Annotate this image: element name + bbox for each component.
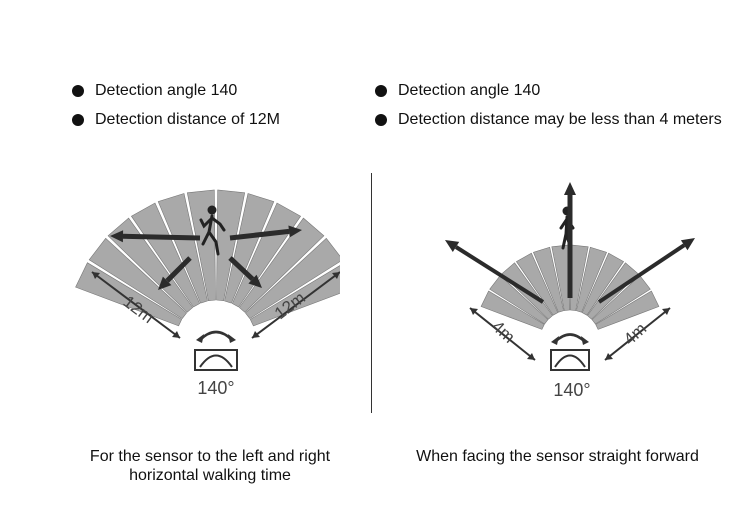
detection-zone-segment — [515, 252, 559, 316]
pir-sensor-icon — [550, 349, 590, 371]
motion-arrowhead — [288, 225, 302, 238]
detection-zone-segment — [107, 217, 194, 313]
bullet-dot-icon — [72, 114, 84, 126]
motion-arrowhead — [248, 274, 262, 288]
angle-arc-arrowhead — [228, 334, 236, 343]
motion-arrows — [110, 225, 302, 290]
detection-zone-segment — [532, 246, 564, 313]
detection-zone-segment — [591, 275, 651, 325]
bullet-text: Detection angle 140 — [95, 82, 238, 99]
motion-arrowhead — [445, 240, 460, 252]
caption-line: When facing the sensor straight forward — [416, 448, 699, 465]
detection-zone-segment — [216, 189, 246, 302]
bullet-item: Detection angle 140 — [72, 82, 237, 100]
motion-arrow-shaft — [122, 233, 201, 241]
detection-zone-segment — [576, 246, 608, 313]
motion-arrow-shaft — [454, 245, 545, 304]
motion-arrow-shaft — [228, 256, 255, 281]
detection-zone-segment — [88, 237, 188, 319]
motion-arrowhead — [564, 182, 576, 195]
distance-arrow-right — [251, 271, 340, 339]
angle-arc-arrowhead — [196, 334, 204, 343]
motion-arrowhead — [680, 238, 695, 251]
detection-zone-segment — [595, 290, 660, 330]
bullet-item: Detection angle 140 — [375, 82, 540, 100]
motion-arrowhead — [110, 230, 124, 243]
motion-arrow-shaft — [597, 243, 686, 304]
detection-zone-segment — [249, 265, 340, 327]
left-panel: Detection angle 140 Detection distance o… — [60, 82, 360, 485]
motion-arrow-shaft — [229, 228, 290, 241]
detection-diagram-lateral: 12m 12m 140° — [75, 189, 340, 398]
detection-zone-segment — [581, 252, 625, 316]
angle-arc — [199, 330, 233, 341]
bullet-text: Detection distance may be less than 4 me… — [398, 111, 722, 128]
caption-line: For the sensor to the left and right — [89, 448, 331, 465]
bullet-dot-icon — [375, 85, 387, 97]
angle-arc — [554, 333, 586, 343]
detection-zone-segment — [480, 290, 545, 330]
bullet-item: Detection distance of 12M — [72, 111, 280, 129]
angle-arc-arrowhead — [581, 336, 589, 345]
angle-arc-arrowhead — [551, 336, 559, 345]
distance-arrow-right — [604, 307, 671, 361]
bullet-text: Detection distance of 12M — [95, 111, 280, 128]
bullet-text: Detection angle 140 — [398, 82, 541, 99]
bullet-dot-icon — [375, 114, 387, 126]
motion-arrowhead — [158, 276, 172, 290]
detection-zone-segment — [244, 237, 340, 319]
detection-zone-segment — [238, 217, 325, 313]
caption: For the sensor to the left and right hor… — [60, 447, 360, 485]
angle-label: 140° — [197, 378, 234, 398]
angle-label: 140° — [553, 380, 590, 400]
motion-arrow-shaft — [165, 256, 192, 283]
detection-fan — [75, 189, 340, 327]
detection-zone-segment — [130, 202, 201, 308]
walking-person-icon — [199, 205, 226, 256]
caption-line: horizontal walking time — [129, 467, 291, 484]
detection-zone-segment — [186, 189, 216, 302]
right-panel: Detection angle 140 Detection distance m… — [375, 0, 750, 506]
detection-diagram-frontal: 4m 4m 140° — [445, 182, 695, 400]
bullet-item: Detection distance may be less than 4 me… — [375, 111, 722, 129]
distance-arrow-left — [469, 307, 536, 361]
pir-sensor-icon — [194, 349, 238, 371]
panel-divider — [371, 173, 372, 413]
detection-zone-segment — [224, 193, 275, 304]
distance-arrow-left — [91, 271, 181, 339]
bullet-dot-icon — [72, 85, 84, 97]
motion-arrows — [445, 182, 695, 304]
caption: When facing the sensor straight forward — [375, 447, 740, 466]
